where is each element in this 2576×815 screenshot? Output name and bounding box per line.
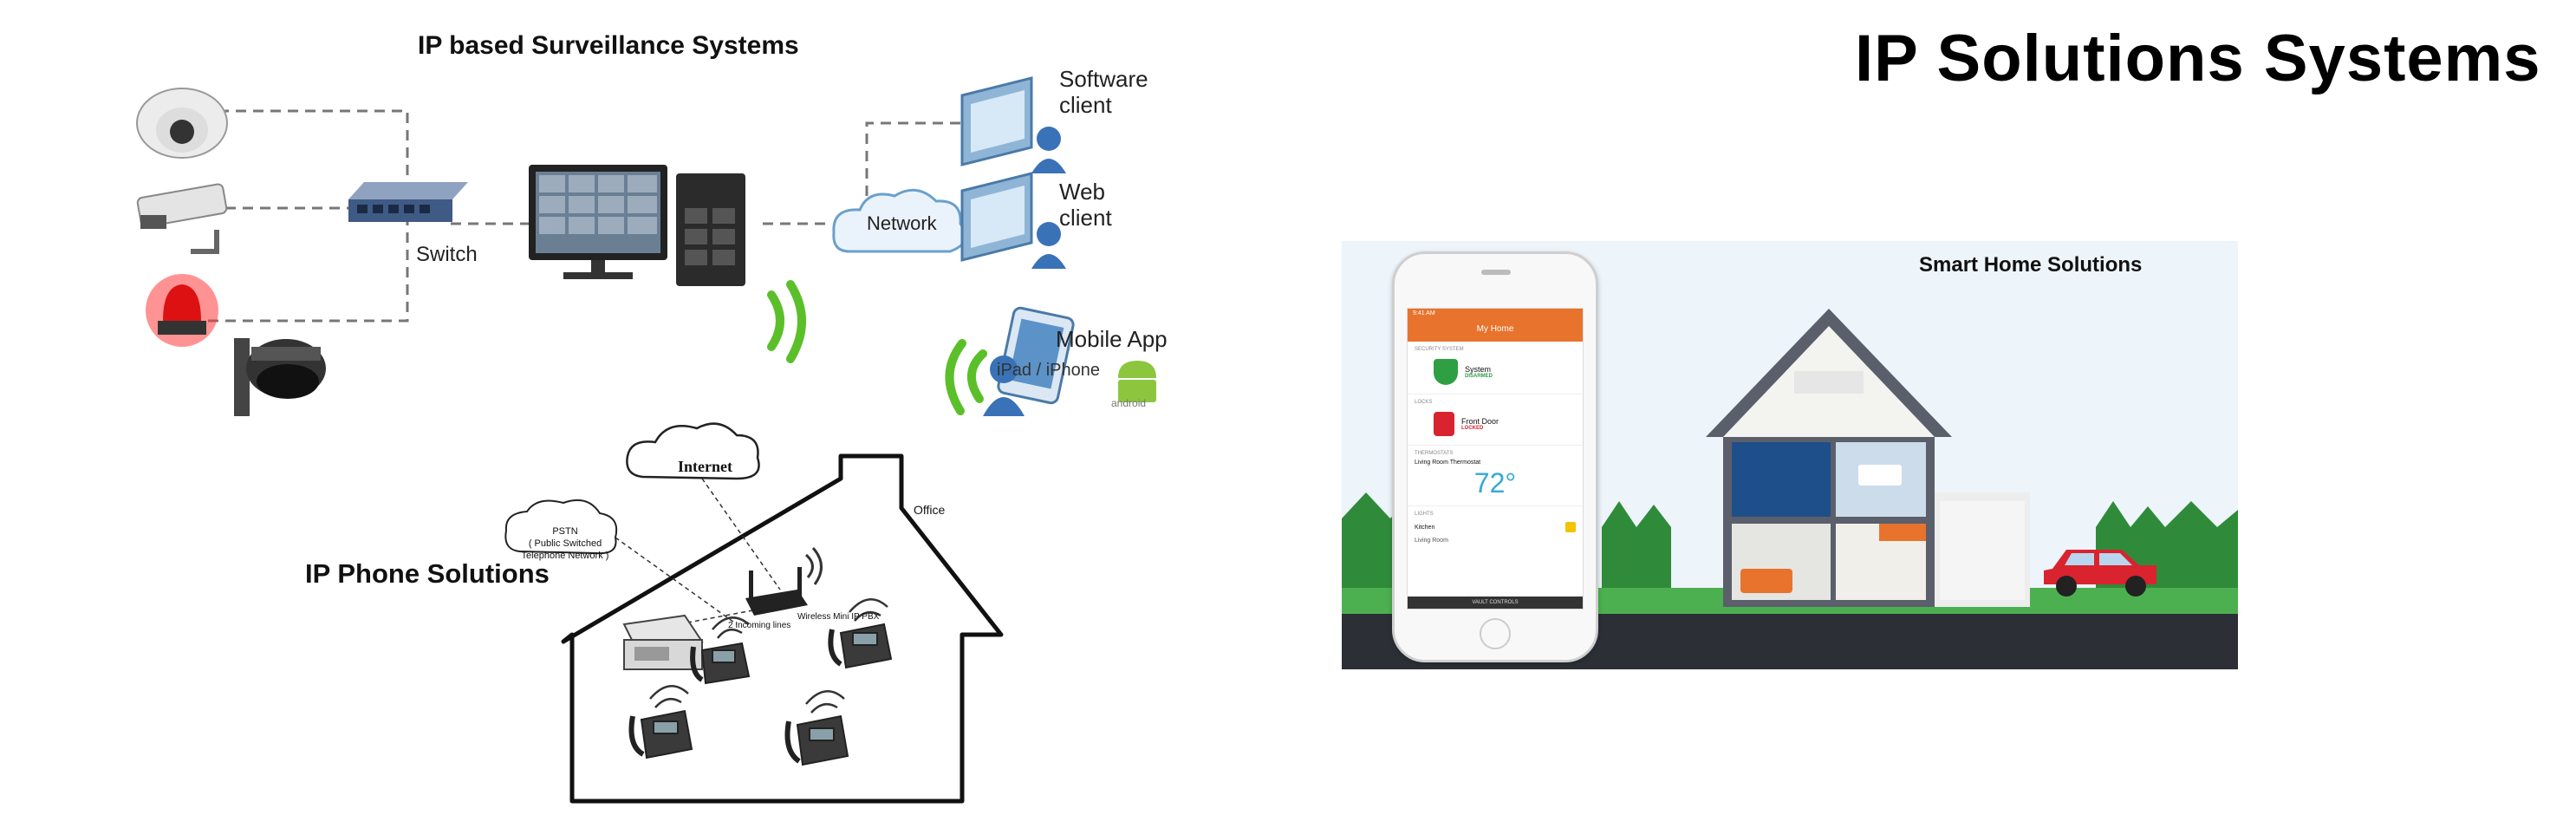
security-section[interactable]: SECURITY SYSTEM System DISARMED: [1408, 342, 1583, 394]
locks-section[interactable]: LOCKS Front Door LOCKED: [1408, 394, 1583, 445]
section-header: THERMOSTATS: [1415, 451, 1454, 456]
ip-pbx-router-icon: [745, 546, 823, 616]
light-item-2: Living Room: [1415, 538, 1448, 544]
thermostat-value[interactable]: 72°: [1473, 467, 1517, 499]
page-title: IP Solutions Systems: [1855, 22, 2541, 95]
ptz-camera-icon: [234, 338, 326, 416]
internet-cloud-icon: [626, 422, 760, 480]
pstn-label-line: ( Public Switched: [528, 538, 602, 549]
internet-label: Internet: [678, 458, 732, 475]
software-client-icon: [960, 76, 1066, 173]
phone-home-button[interactable]: [1480, 618, 1511, 649]
ip-phone-title: IP Phone Solutions: [305, 558, 550, 589]
alarm-light-icon: [146, 274, 218, 347]
surveillance-diagram: [136, 76, 1156, 416]
software-client-label: Software client: [1059, 66, 1148, 118]
incoming-lines-label: 2 Incoming lines: [728, 621, 791, 630]
pstn-label: PSTN ( Public Switched Telephone Network…: [520, 525, 610, 562]
desk-phone-icon: [784, 714, 849, 766]
security-status: DISARMED: [1465, 374, 1493, 379]
lock-icon: [1434, 412, 1454, 436]
nvr-monitor-icon: [529, 165, 667, 279]
desk-phone-icon: [690, 642, 751, 685]
desk-phone-icon: [628, 709, 693, 760]
office-house-outline: [561, 453, 1004, 804]
wireless-signal-icon: [767, 280, 987, 415]
lock-item: Front Door: [1461, 417, 1499, 426]
network-cloud-icon: [832, 188, 967, 253]
phone-speaker: [1481, 270, 1511, 275]
car-icon: [2044, 550, 2156, 597]
smart-home-panel: Smart Home Solutions 9:41 AM My Home SEC…: [1342, 241, 2238, 669]
light-toggle[interactable]: [1565, 522, 1576, 532]
surveillance-title: IP based Surveillance Systems: [418, 31, 799, 60]
ip-phone-diagram: [504, 422, 1004, 804]
office-label: Office: [914, 503, 946, 517]
pbx-label: Wireless Mini IP PBX: [797, 612, 880, 622]
section-header: SECURITY SYSTEM: [1415, 347, 1464, 352]
mobile-app-icon: [983, 306, 1075, 416]
section-header: LOCKS: [1415, 400, 1433, 405]
pstn-label-line: PSTN: [552, 526, 578, 537]
shield-icon: [1434, 359, 1458, 385]
smart-house-icon: [1706, 309, 2030, 607]
mobile-app-sub-label: iPad / iPhone: [997, 361, 1100, 380]
app-screen: 9:41 AM My Home SECURITY SYSTEM System D…: [1407, 308, 1584, 610]
lock-status: LOCKED: [1461, 426, 1484, 431]
section-header: LIGHTS: [1415, 512, 1434, 517]
network-switch-icon: [348, 182, 468, 222]
switch-label: Switch: [416, 243, 478, 266]
desk-phone-icon: [828, 623, 893, 669]
security-item: System: [1465, 365, 1492, 374]
phone-mockup: 9:41 AM My Home SECURITY SYSTEM System D…: [1392, 251, 1598, 662]
android-label: android: [1111, 397, 1147, 409]
status-bar-time: 9:41 AM: [1413, 310, 1435, 316]
app-header: 9:41 AM My Home: [1408, 309, 1583, 342]
dome-camera-icon: [136, 88, 228, 159]
web-client-label: Web client: [1059, 179, 1112, 231]
app-footer-brand: VAULT CONTROLS: [1408, 597, 1583, 609]
lights-section[interactable]: LIGHTS Kitchen Living Room: [1408, 505, 1583, 549]
app-title: My Home: [1476, 324, 1514, 334]
network-label: Network: [867, 212, 937, 234]
bullet-camera-icon: [136, 183, 228, 254]
web-client-icon: [960, 172, 1066, 269]
thermostat-section[interactable]: THERMOSTATS Living Room Thermostat 72°: [1408, 445, 1583, 505]
fax-machine-icon: [622, 614, 704, 670]
android-icon: [1118, 361, 1156, 402]
nvr-storage-icon: [676, 173, 745, 286]
pstn-label-line: Telephone Network ): [521, 551, 609, 561]
mobile-app-label: Mobile App: [1056, 326, 1168, 352]
light-item: Kitchen: [1415, 524, 1435, 531]
smart-home-title: Smart Home Solutions: [1919, 253, 2143, 277]
thermostat-item: Living Room Thermostat: [1415, 460, 1481, 466]
